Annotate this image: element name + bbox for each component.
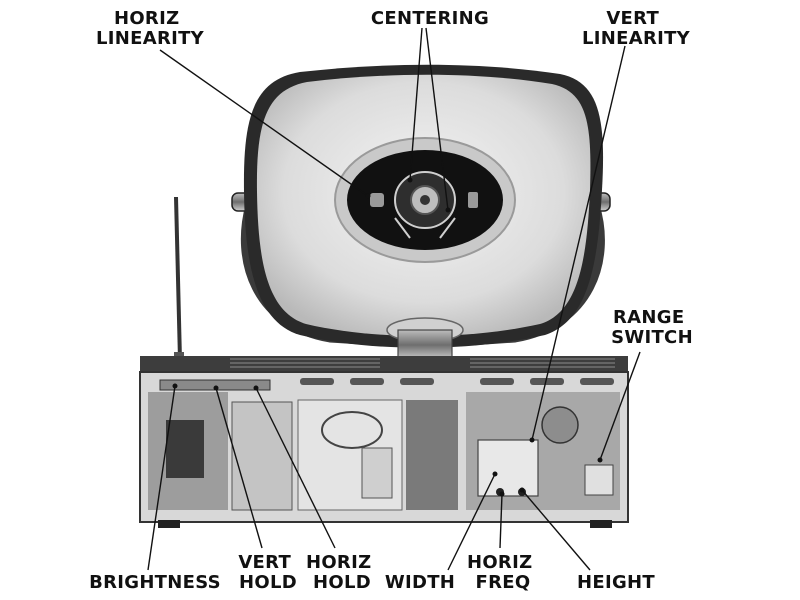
leader-height <box>521 489 591 571</box>
leader-horiz-freq <box>499 493 503 549</box>
stand-column <box>397 329 453 361</box>
leader-centering-left <box>409 27 423 181</box>
leader-vert-linearity <box>531 45 626 441</box>
telescopic-antenna <box>174 196 182 361</box>
chassis-top-vent <box>140 356 628 372</box>
leader-range-switch <box>599 351 641 461</box>
leader-lines <box>147 27 641 571</box>
leader-vert-hold <box>215 387 263 549</box>
television <box>139 64 629 528</box>
label-range-switch: RANGE SWITCH <box>611 307 693 348</box>
callout-labels: HORIZ LINEARITY CENTERING VERT LINEARITY… <box>89 8 693 593</box>
leader-brightness <box>147 385 176 571</box>
label-vert-linearity: VERT LINEARITY <box>582 8 691 49</box>
label-brightness: BRIGHTNESS <box>89 572 221 593</box>
leader-width <box>447 473 496 571</box>
label-centering: CENTERING <box>371 8 489 29</box>
label-vert-hold: VERT HOLD <box>238 552 297 593</box>
label-horiz-freq: HORIZ FREQ <box>467 552 539 593</box>
leader-horiz-linearity <box>159 49 369 197</box>
label-horiz-hold: HORIZ HOLD <box>306 552 378 593</box>
leader-centering-right <box>425 27 449 211</box>
label-horiz-linearity: HORIZ LINEARITY <box>96 8 205 49</box>
label-height: HEIGHT <box>577 572 655 593</box>
label-width: WIDTH <box>385 572 455 593</box>
leader-horiz-hold <box>255 387 336 549</box>
